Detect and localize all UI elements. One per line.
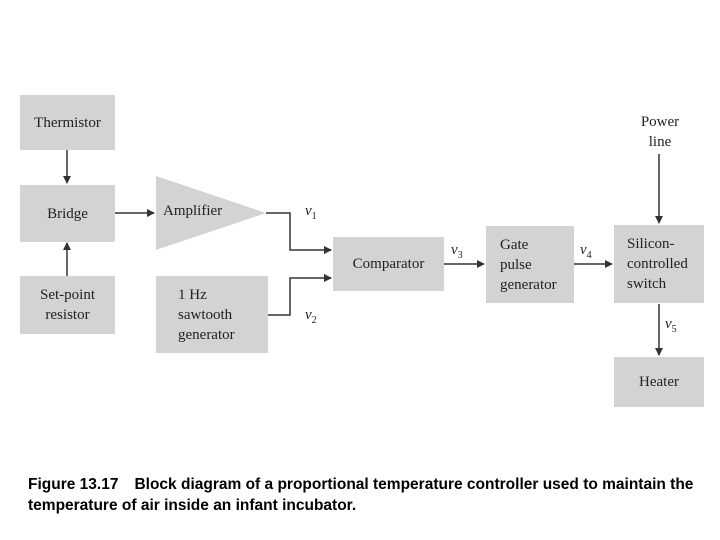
setpoint-resistor-block: Set-point resistor (20, 276, 115, 334)
thermistor-block: Thermistor (20, 95, 115, 150)
silicon-controlled-switch-label: Silicon- controlled switch (627, 236, 688, 292)
bridge-label: Bridge (47, 205, 88, 222)
gate-pulse-generator-label: Gate pulse generator (500, 236, 557, 293)
signal-v5-label: v5 (665, 316, 677, 335)
signal-v1-label: v1 (305, 203, 317, 222)
arrow-v1 (266, 212, 332, 254)
power-line-label: Power line (640, 114, 680, 150)
signal-v4-label: v4 (580, 242, 592, 261)
figure-caption-text: Block diagram of a proportional temperat… (28, 476, 694, 514)
setpoint-resistor-label: Set-point resistor (40, 287, 95, 323)
comparator-label: Comparator (352, 256, 425, 272)
signal-v2-label: v2 (305, 307, 317, 326)
silicon-controlled-switch-block: Silicon- controlled switch (614, 225, 704, 303)
arrow-v2 (268, 274, 332, 316)
bridge-block: Bridge (20, 185, 115, 242)
sawtooth-generator-block: 1 Hz sawtooth generator (156, 276, 268, 353)
heater-block: Heater (614, 357, 704, 407)
thermistor-label: Thermistor (34, 114, 101, 131)
amplifier-triangle (156, 176, 266, 250)
amplifier-label: Amplifier (163, 203, 223, 219)
gate-pulse-generator-block: Gate pulse generator (486, 226, 574, 303)
figure-number: Figure 13.17 (28, 476, 119, 493)
heater-label: Heater (639, 374, 679, 390)
sawtooth-generator-label: 1 Hz sawtooth generator (178, 286, 235, 343)
comparator-block: Comparator (333, 237, 444, 291)
signal-v3-label: v3 (451, 242, 463, 261)
